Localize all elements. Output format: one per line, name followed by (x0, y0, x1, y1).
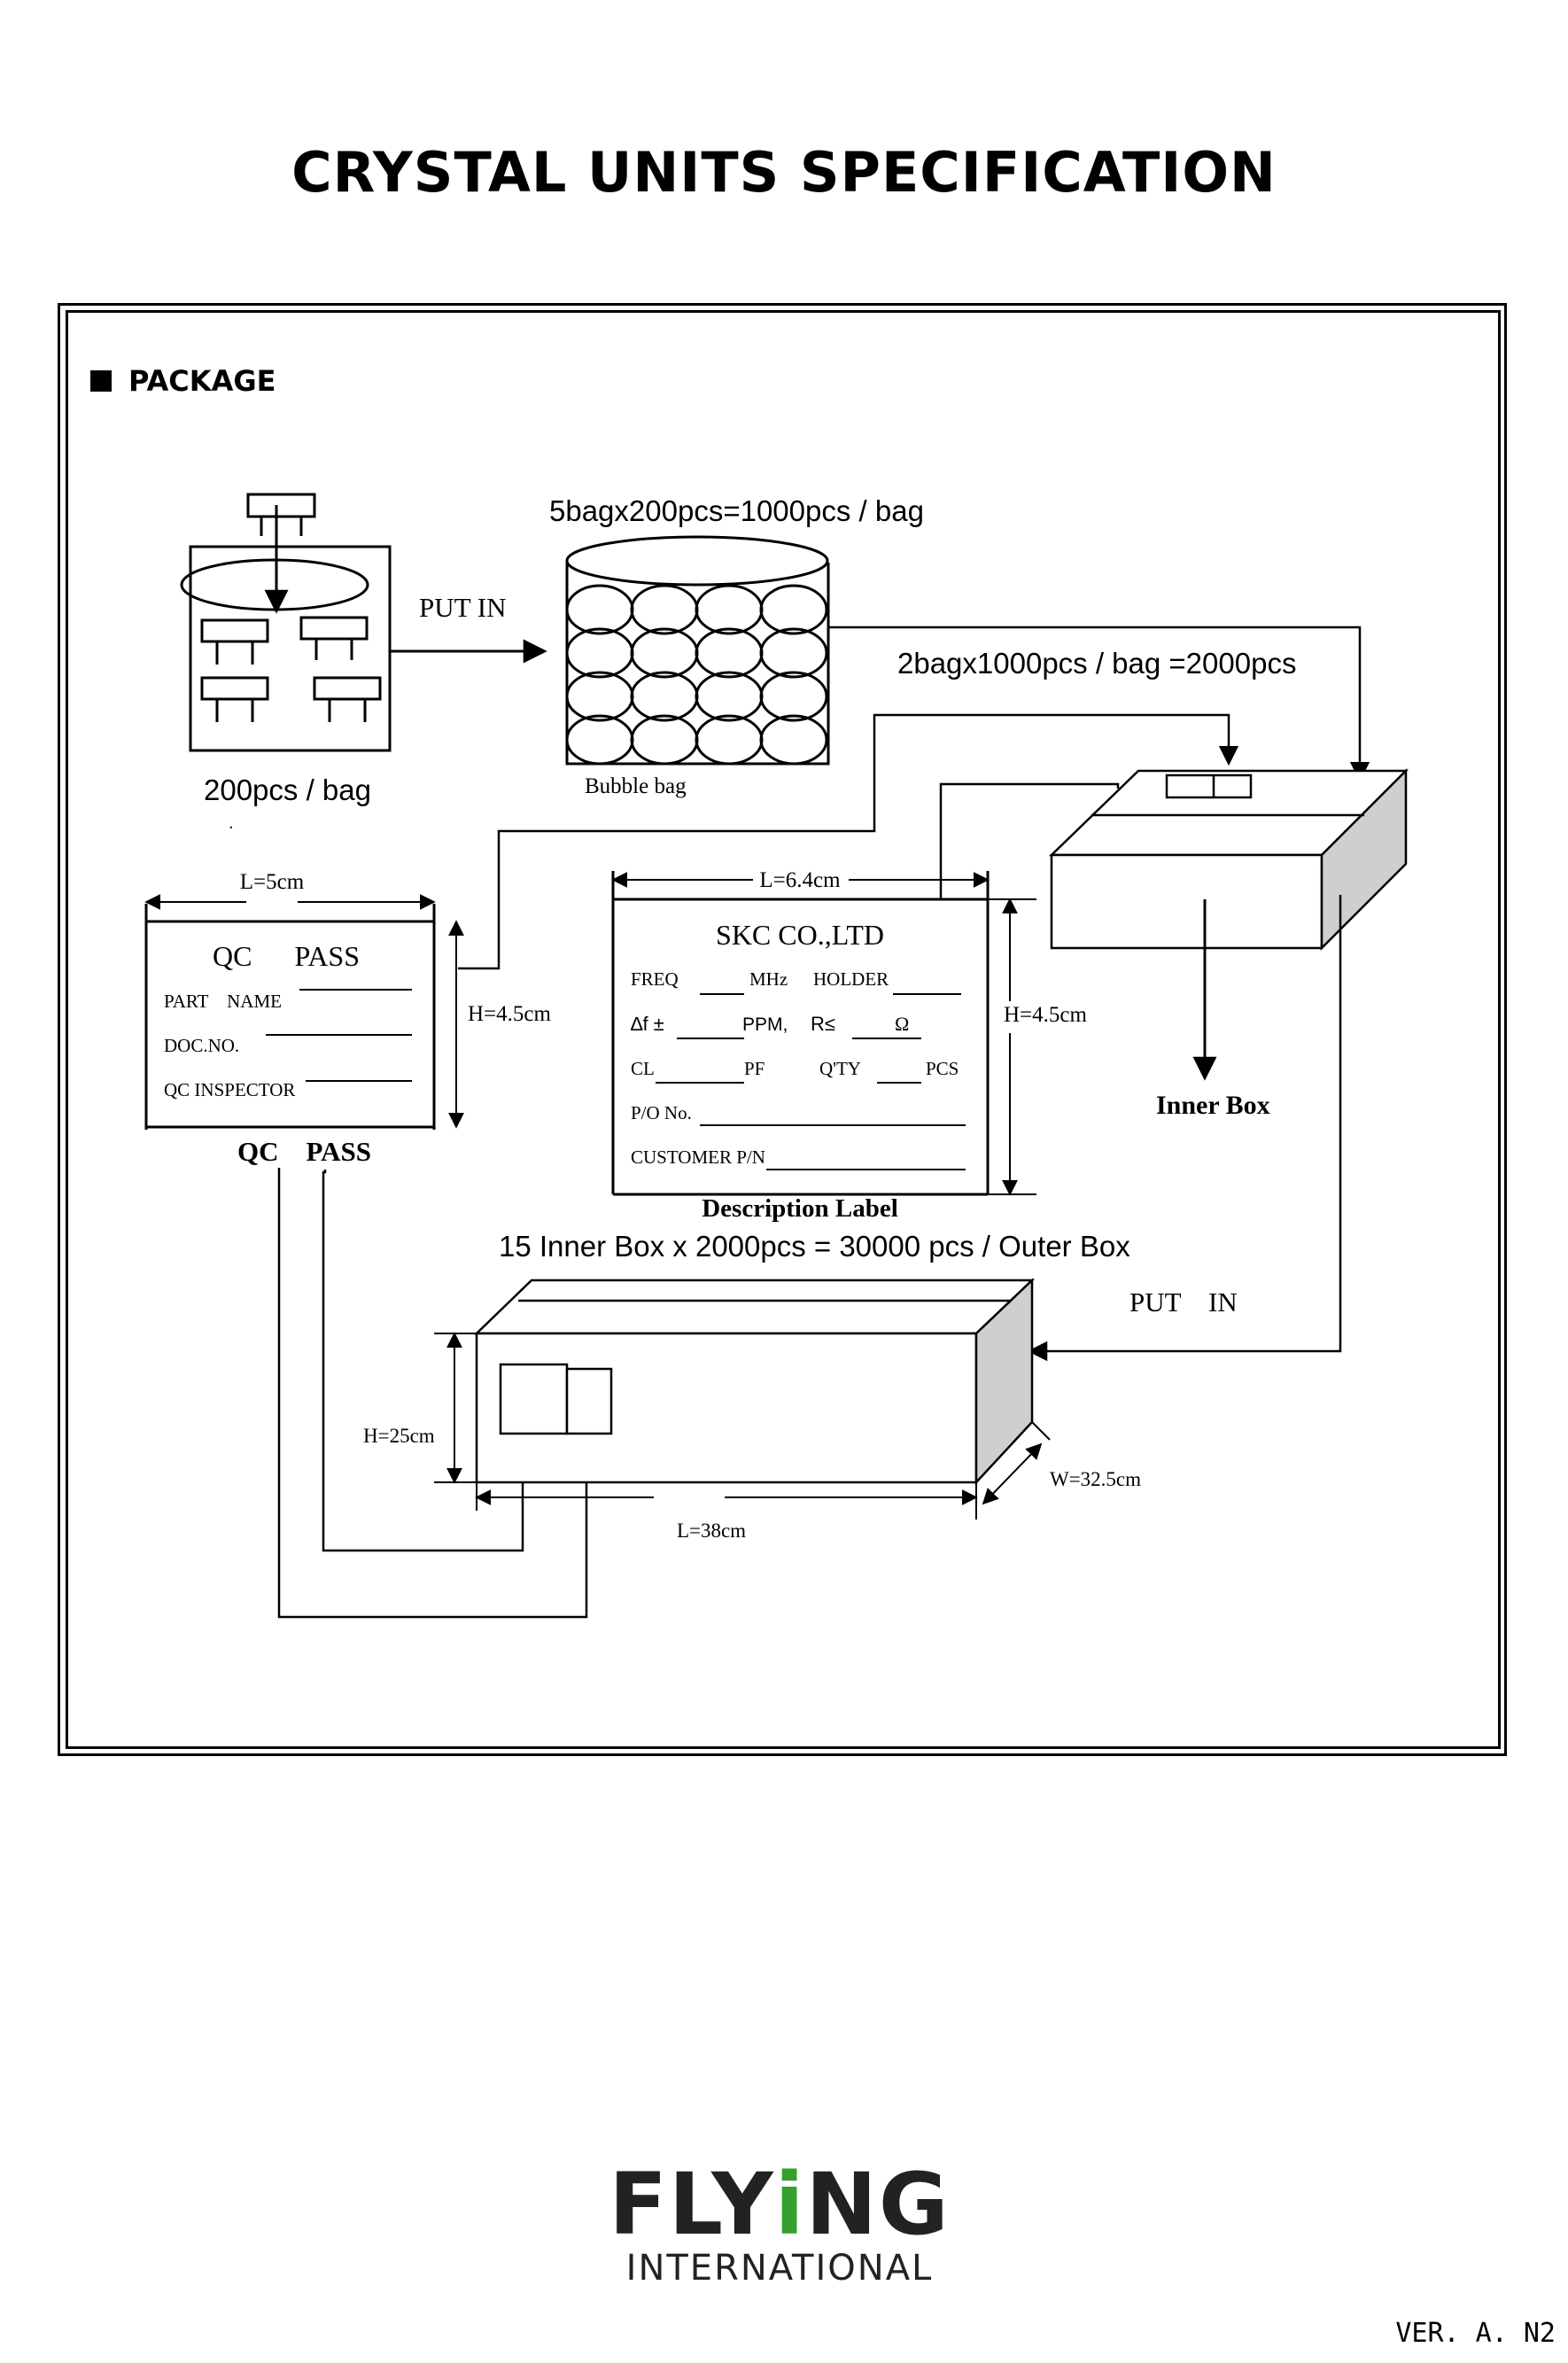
desc-r-le: R≤ (811, 1013, 835, 1035)
qc-height-label: H=4.5cm (468, 1002, 551, 1026)
logo-suffix: NG (805, 2155, 951, 2254)
bubble-to-inner-connector (828, 626, 1370, 782)
single-bag (180, 493, 392, 752)
desc-caption: Description Label (702, 1194, 898, 1223)
desc-cl: CL (631, 1058, 655, 1079)
outer-length-gap (654, 1490, 725, 1504)
bubble-bag (565, 535, 830, 766)
package-frame-outer (58, 303, 1507, 1756)
qc-to-outer-connector-2 (322, 1170, 533, 1552)
desc-po: P/O No. (631, 1102, 692, 1123)
page-title: CRYSTAL UNITS SPECIFICATION (291, 140, 1277, 205)
desc-holder: HOLDER (813, 968, 889, 990)
qc-to-inner-connector (458, 713, 1239, 970)
desc-mhz: MHz (749, 968, 788, 990)
bubble-bag-caption: Bubble bag (585, 774, 687, 798)
logo-i: i (774, 2155, 806, 2254)
desc-ohm: Ω (895, 1013, 909, 1035)
single-bag-caption: 200pcs / bag (204, 773, 371, 806)
outer-height-label: H=25cm (363, 1425, 435, 1447)
qc-field-inspector: QC INSPECTOR (164, 1079, 295, 1100)
logo-prefix: FLY (609, 2155, 775, 2254)
outer-width-tick (1031, 1421, 1051, 1441)
logo-wordmark: FLYiNG (585, 2162, 974, 2247)
desc-height-gap (999, 1001, 1097, 1033)
qc-heading: QC PASS (213, 940, 360, 972)
outer-put-in-label: PUT IN (1129, 1286, 1238, 1318)
qc-caption: QC PASS (237, 1136, 371, 1167)
company-logo: FLYiNG INTERNATIONAL (585, 2162, 974, 2288)
description-label (611, 871, 990, 1196)
bags-to-inner-label: 2bagx1000pcs / bag =2000pcs (897, 647, 1296, 680)
desc-pcs: PCS (926, 1058, 959, 1079)
qc-pass-label (144, 904, 436, 1130)
qc-length-gap (246, 875, 298, 911)
outer-height-gap (359, 1420, 447, 1449)
outer-box-heading: 15 Inner Box x 2000pcs = 30000 pcs / Out… (499, 1230, 1130, 1263)
desc-freq: FREQ (631, 968, 679, 990)
desc-company: SKC CO.,LTD (716, 919, 884, 951)
put-in-label: PUT IN (419, 592, 506, 623)
desc-pf: PF (744, 1058, 765, 1079)
desc-customer: CUSTOMER P/N (631, 1147, 765, 1168)
section-label: PACKAGE (128, 364, 276, 398)
outer-length-label: L=38cm (677, 1520, 746, 1542)
qc-length-label: L=5cm (240, 870, 305, 894)
bubble-bag-heading: 5bagx200pcs=1000pcs / bag (549, 494, 924, 527)
inner-box (1048, 767, 1409, 952)
desc-length-label: L=6.4cm (759, 868, 841, 892)
desc-ppm: PPM, (742, 1014, 788, 1035)
package-frame-inner (66, 310, 1501, 1749)
qc-field-part-name: PART NAME (164, 991, 282, 1012)
square-bullet-icon (90, 370, 112, 392)
qc-field-doc-no: DOC.NO. (164, 1035, 239, 1056)
desc-to-inner-connector (939, 782, 1120, 899)
desc-length-gap (753, 864, 849, 894)
qc-to-outer-connector-1 (277, 1168, 597, 1619)
outer-width-dim (982, 1442, 1043, 1505)
desc-delta-f: ∆f ± (631, 1013, 664, 1035)
qc-height-gap (461, 997, 558, 1030)
inner-to-outer-connector (1027, 895, 1342, 1362)
desc-qty: Q'TY (819, 1058, 861, 1079)
logo-subtitle: INTERNATIONAL (625, 2248, 934, 2289)
version-label: VER. A. N2 (1395, 2318, 1556, 2349)
outer-box (473, 1278, 1036, 1486)
inner-box-caption: Inner Box (1156, 1091, 1270, 1120)
single-bag-dot: . (229, 813, 234, 833)
outer-width-label: W=32.5cm (1050, 1468, 1141, 1490)
desc-height-label: H=4.5cm (1004, 1003, 1087, 1027)
